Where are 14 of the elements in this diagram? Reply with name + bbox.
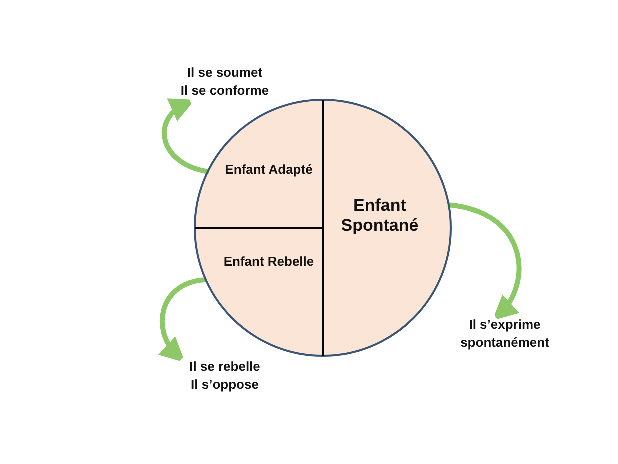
note-text: Il s’oppose — [190, 376, 260, 394]
sector-label: Enfant Spontané — [340, 196, 420, 236]
sector-label: Enfant Adapté — [224, 162, 314, 177]
note-text: Il se conforme — [180, 82, 270, 100]
curved-arrow — [158, 278, 206, 364]
sector-label: Enfant Rebelle — [222, 254, 316, 269]
circle-shape — [195, 100, 451, 356]
note-text: Il se rebelle — [188, 358, 262, 376]
note-text: Il se soumet — [186, 64, 264, 82]
circle-sector — [195, 228, 323, 356]
curved-arrow — [162, 99, 210, 174]
note-text: Il s’exprime spontanément — [460, 316, 550, 352]
circle-sector — [195, 100, 323, 228]
curved-arrow — [448, 202, 522, 322]
